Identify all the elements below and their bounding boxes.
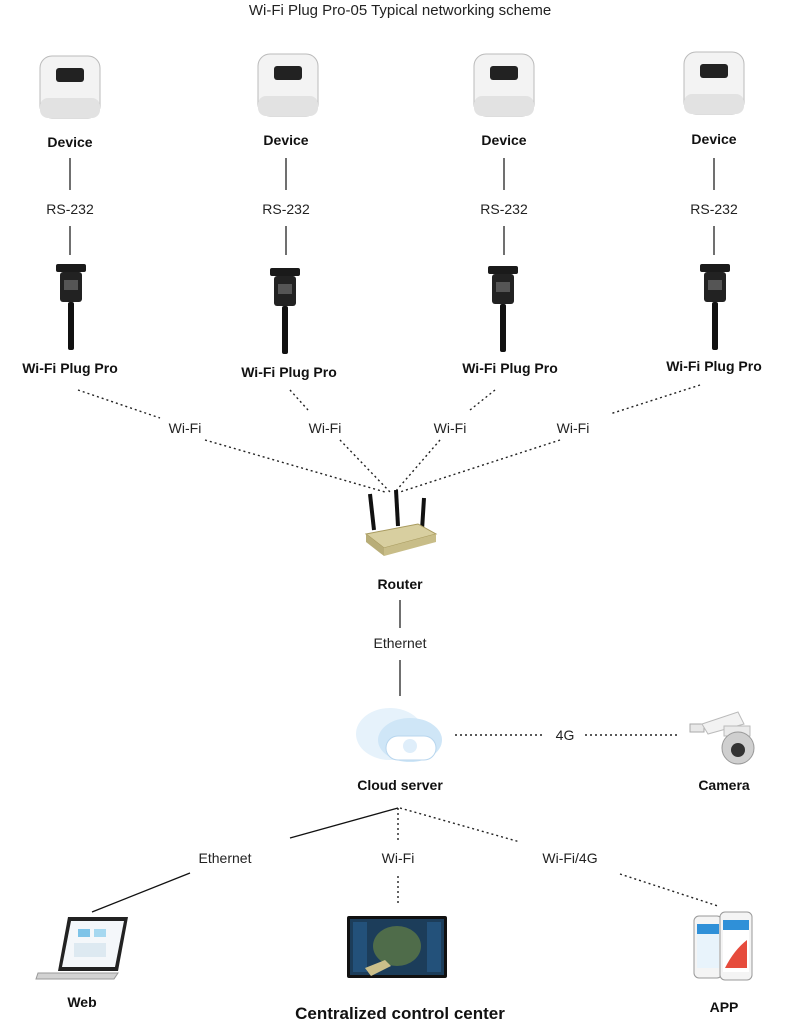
control-center-icon — [347, 916, 447, 978]
plug-label: Wi-Fi Plug Pro — [666, 358, 762, 374]
camera-label: Camera — [698, 777, 750, 793]
wifi-plug-icon — [488, 266, 518, 352]
plug-label: Wi-Fi Plug Pro — [22, 360, 118, 376]
wifi-links — [77, 384, 701, 493]
plug-label: Wi-Fi Plug Pro — [462, 360, 558, 376]
device-label: Device — [691, 131, 737, 147]
device-label: Device — [47, 134, 93, 150]
app-label: APP — [709, 999, 739, 1015]
device-label: Device — [263, 132, 309, 148]
rs232-links — [69, 158, 715, 255]
control-center-label: Centralized control center — [295, 1004, 505, 1023]
rs232-label: RS-232 — [690, 201, 738, 217]
diagram-title: Wi-Fi Plug Pro-05 Typical networking sch… — [248, 2, 552, 19]
rs232-label: RS-232 — [262, 201, 310, 217]
rs232-label: RS-232 — [480, 201, 528, 217]
camera-icon — [689, 711, 755, 765]
wifi-4g-label: Wi-Fi/4G — [542, 850, 598, 866]
cloud-server-icon — [356, 708, 442, 762]
wifi-plug-icon — [56, 264, 86, 350]
plug-label: Wi-Fi Plug Pro — [241, 364, 337, 380]
device-icon — [257, 53, 319, 117]
rs232-label: RS-232 — [46, 201, 94, 217]
4g-label: 4G — [555, 727, 575, 743]
phone-app-icon — [693, 911, 753, 981]
wifi-label: Wi-Fi — [556, 420, 590, 436]
wifi-label: Wi-Fi — [381, 850, 415, 866]
ethernet-label: Ethernet — [373, 635, 427, 651]
device-label: Device — [481, 132, 527, 148]
device-icon — [39, 55, 101, 119]
web-label: Web — [67, 994, 97, 1010]
ethernet-label: Ethernet — [198, 850, 252, 866]
laptop-icon — [35, 917, 128, 980]
wifi-plug-icon — [270, 268, 300, 354]
device-icon — [683, 51, 745, 115]
wifi-label: Wi-Fi — [308, 420, 342, 436]
router-icon — [364, 490, 438, 556]
wifi-plug-icon — [700, 264, 730, 350]
device-icon — [473, 53, 535, 117]
cloud-server-label: Cloud server — [357, 777, 443, 793]
router-label: Router — [377, 576, 423, 592]
wifi-label: Wi-Fi — [433, 420, 467, 436]
wifi-label: Wi-Fi — [168, 420, 202, 436]
